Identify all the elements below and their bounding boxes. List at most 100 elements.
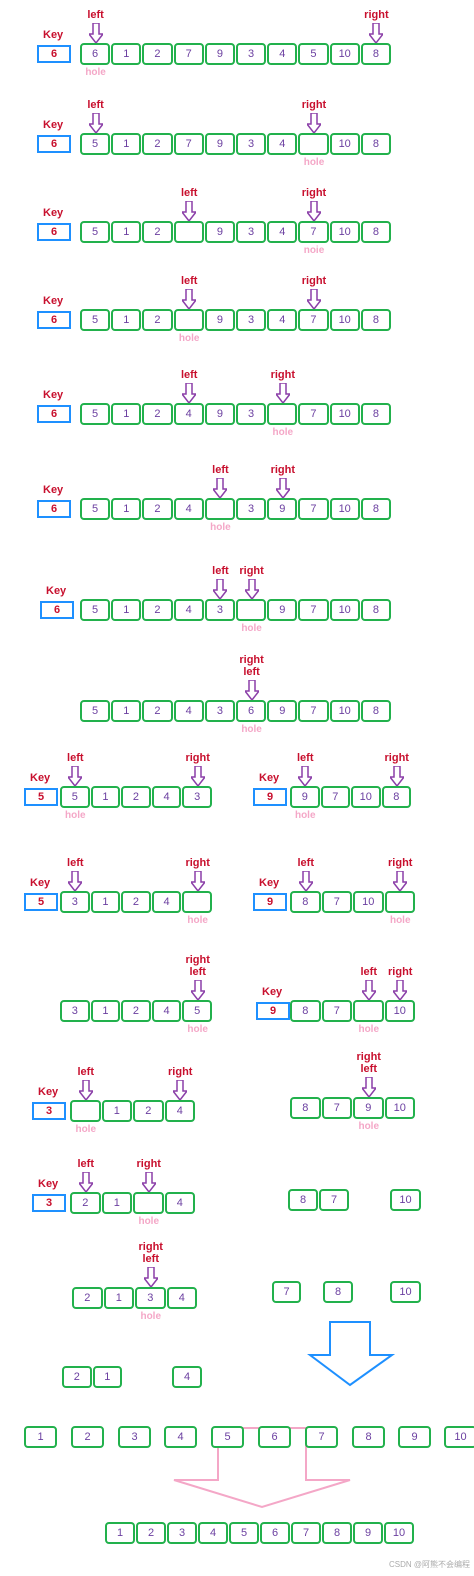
array-cell (70, 1100, 101, 1122)
array-cell: 7 (319, 1189, 349, 1211)
hole-label: noie (303, 245, 325, 256)
left-pointer-label: left (77, 1158, 95, 1170)
watermark: CSDN @阿熊不会编程 (388, 1560, 470, 1569)
array-cell: 2 (71, 1426, 104, 1448)
pointer-arrow-icon (244, 680, 259, 700)
array-cell: 10 (329, 498, 360, 520)
right-arrow-icon (275, 383, 290, 403)
left-pointer-label: left (180, 369, 198, 381)
left-pointer-label: left (189, 966, 206, 978)
right-pointer-label: right (239, 654, 264, 666)
hole-label: hole (358, 1024, 380, 1035)
key-box: 9 (253, 893, 287, 911)
array-cell: 3 (118, 1426, 151, 1448)
array-cell: 4 (151, 786, 182, 808)
array-cell: 4 (198, 1522, 228, 1544)
left-arrow-icon (182, 289, 197, 309)
pointer-arrow-icon (190, 980, 205, 1000)
array-cell: 7 (291, 1522, 321, 1544)
array-cell: 9 (353, 1522, 383, 1544)
array-cell: 4 (173, 700, 204, 722)
array-cell: 5 (80, 309, 111, 331)
key-label: Key (43, 207, 64, 219)
array-cell: 7 (321, 1000, 352, 1022)
array-cell: 1 (90, 891, 121, 913)
array-cell: 1 (92, 1366, 122, 1388)
key-box: 9 (253, 788, 287, 806)
left-arrow-icon (88, 23, 103, 43)
left-arrow-icon (361, 980, 376, 1000)
left-arrow-icon (182, 383, 197, 403)
key-label: Key (43, 29, 64, 41)
array-cell: 7 (173, 133, 204, 155)
hole-label: hole (138, 1216, 160, 1227)
key-label: Key (30, 772, 51, 784)
array-cell: 5 (298, 43, 329, 65)
array-cell: 1 (105, 1522, 135, 1544)
pointer-arrow-icon (143, 1267, 158, 1287)
array-cell: 3 (236, 133, 267, 155)
array-cell: 3 (135, 1287, 166, 1309)
key-box: 6 (37, 45, 71, 63)
right-arrow-icon (173, 1080, 188, 1100)
array-cell: 7 (305, 1426, 338, 1448)
array-cell: 2 (121, 1000, 151, 1022)
key-box: 5 (24, 893, 58, 911)
left-arrow-icon (298, 766, 313, 786)
right-pointer-label: right (301, 99, 327, 111)
array-cell: 8 (290, 1097, 321, 1119)
left-pointer-label: left (243, 666, 260, 678)
key-label: Key (38, 1178, 59, 1190)
left-arrow-icon (68, 871, 83, 891)
array-cell: 4 (173, 599, 204, 621)
left-pointer-label: left (297, 857, 315, 869)
array-cell: 8 (360, 43, 391, 65)
left-arrow-icon (68, 766, 83, 786)
right-arrow-icon (141, 1172, 156, 1192)
array-cell: 10 (329, 309, 360, 331)
right-pointer-label: right (270, 464, 296, 476)
key-box: 6 (40, 601, 74, 619)
array-cell: 7 (298, 403, 329, 425)
array-cell: 9 (267, 498, 298, 520)
array-cell: 8 (360, 403, 391, 425)
array-cell: 1 (90, 1000, 121, 1022)
left-arrow-icon (182, 201, 197, 221)
array-cell: 6 (258, 1426, 291, 1448)
array-cell: 8 (322, 1522, 352, 1544)
array-cell: 5 (182, 1000, 212, 1022)
array-cell: 10 (390, 1189, 421, 1211)
right-pointer-label: right (168, 1066, 193, 1078)
array-cell: 2 (142, 221, 173, 243)
array-cell: 4 (164, 1192, 195, 1214)
left-pointer-label: left (180, 187, 198, 199)
array-cell: 9 (204, 403, 235, 425)
array-cell (236, 599, 267, 621)
array-cell: 8 (290, 1000, 321, 1022)
array-cell: 2 (142, 309, 173, 331)
array-cell (182, 891, 212, 913)
key-label: Key (43, 389, 64, 401)
key-label: Key (43, 119, 64, 131)
array-cell: 1 (101, 1100, 132, 1122)
array-cell: 4 (151, 1000, 182, 1022)
hole-label: hole (187, 915, 208, 926)
array-cell: 5 (80, 700, 111, 722)
array-cell (267, 403, 298, 425)
array-cell: 10 (353, 891, 384, 913)
array-cell: 9 (353, 1097, 384, 1119)
array-cell: 8 (360, 133, 391, 155)
array-cell: 3 (236, 309, 267, 331)
left-arrow-icon (88, 113, 103, 133)
array-cell: 7 (320, 786, 350, 808)
hole-label: hole (75, 1124, 97, 1135)
array-cell: 1 (111, 700, 142, 722)
array-cell: 8 (290, 891, 321, 913)
array-cell: 8 (360, 498, 391, 520)
array-cell: 9 (267, 700, 298, 722)
array-cell: 10 (444, 1426, 474, 1448)
left-arrow-icon (78, 1080, 93, 1100)
array-cell (298, 133, 329, 155)
left-pointer-label: left (67, 857, 84, 869)
